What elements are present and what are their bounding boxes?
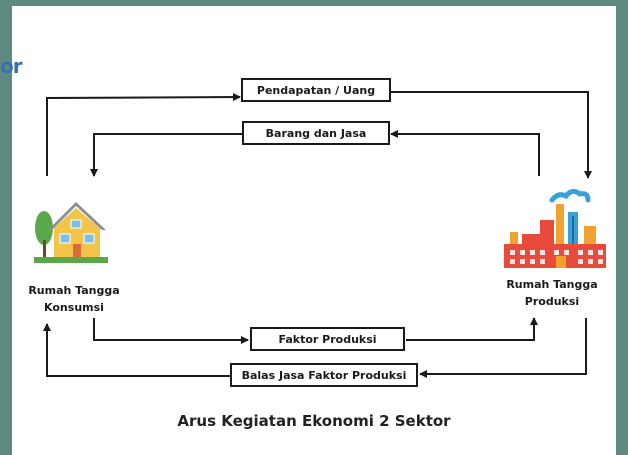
diagram-caption: Arus Kegiatan Ekonomi 2 Sektor	[177, 412, 451, 430]
household-label-line1: Rumah Tangga	[28, 284, 120, 297]
arrow-faktor-out	[406, 317, 538, 341]
flow-box-barang: Barang dan Jasa	[242, 121, 390, 145]
arrow-balas-in	[419, 318, 587, 378]
flow-box-balas-jasa: Balas Jasa Faktor Produksi	[230, 363, 418, 387]
arrow-barang-in	[390, 130, 540, 176]
producer-label: Rumah Tangga Produksi	[496, 276, 608, 310]
house-icon	[34, 202, 108, 263]
household-label: Rumah Tangga Konsumsi	[14, 282, 134, 316]
arrow-pendapatan-out	[390, 91, 592, 179]
producer-label-line2: Produksi	[524, 295, 580, 308]
arrow-balas-out	[43, 323, 230, 377]
arrow-barang-out	[90, 133, 242, 177]
arrow-pendapatan-in	[46, 93, 241, 176]
corner-title-fragment: or	[0, 54, 23, 78]
household-label-line2: Konsumsi	[44, 301, 104, 314]
arrow-faktor-in	[93, 318, 249, 344]
flow-box-pendapatan: Pendapatan / Uang	[241, 78, 391, 102]
producer-label-line1: Rumah Tangga	[506, 278, 598, 291]
factory-icon	[504, 188, 606, 268]
flow-box-faktor: Faktor Produksi	[250, 327, 405, 351]
